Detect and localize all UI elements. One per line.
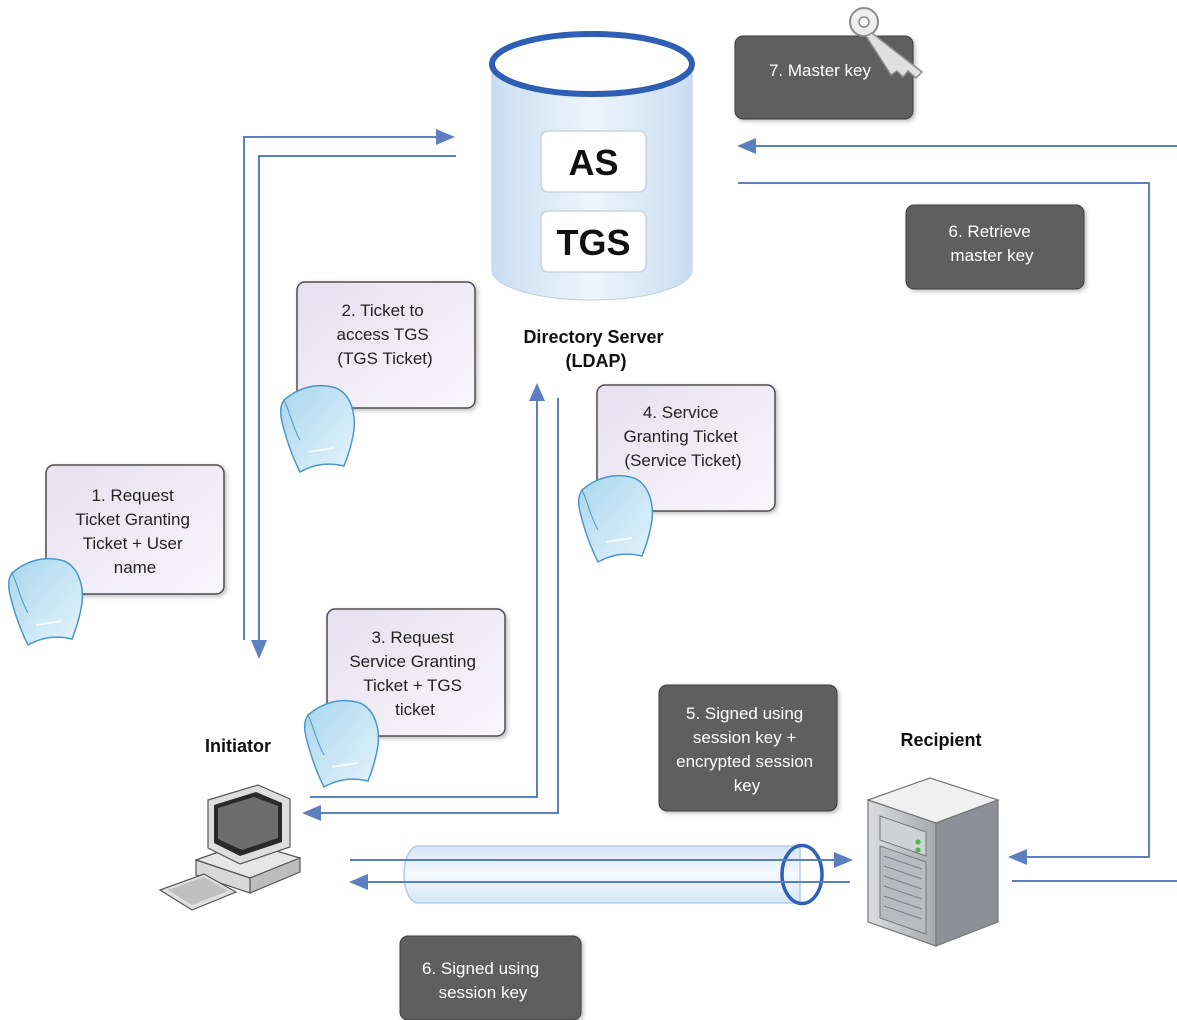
step2-line: (TGS Ticket) [337, 349, 432, 368]
step1-line: Ticket + User [83, 534, 183, 553]
retrieve-master-key-line: 6. Retrieve [949, 222, 1031, 241]
arrowheads [251, 129, 1027, 890]
step1-text: 1. Request Ticket Granting Ticket + User… [75, 486, 194, 577]
signed-session-key-text: 6. Signed using session key [422, 959, 544, 1002]
secure-channel-tube [403, 843, 824, 906]
key-icon [849, 7, 924, 80]
step3-line: 3. Request [372, 628, 454, 647]
step2-line: access TGS [336, 325, 428, 344]
step4-line: (Service Ticket) [624, 451, 741, 470]
step5-line: key [734, 776, 761, 795]
retrieve-master-key-text: 6. Retrieve master key [949, 222, 1036, 265]
arrowhead [737, 138, 756, 154]
arrow-server-to-initiator-step4 [318, 398, 559, 814]
step4-line: 4. Service [643, 403, 719, 422]
master-key-line: 7. Master key [769, 61, 872, 80]
arrowhead [1008, 849, 1027, 865]
step1-line: name [114, 558, 157, 577]
tube-arrows [350, 859, 850, 883]
step5-line: session key + [693, 728, 797, 747]
step2-text: 2. Ticket to access TGS (TGS Ticket) [336, 301, 433, 368]
directory-server-title-line1: Directory Server [523, 327, 663, 347]
arrow-initiator-to-server-step3 [310, 398, 538, 798]
directory-server-title: Directory Server (LDAP) [523, 327, 668, 371]
computer-icon [158, 784, 302, 911]
step2-box [296, 281, 476, 409]
arrow-server-to-recipient [738, 182, 1150, 858]
arrowhead [529, 383, 545, 401]
step4-box [596, 384, 776, 512]
arrowhead [349, 874, 368, 890]
tgs-box: TGS [540, 210, 647, 273]
step2-line: 2. Ticket to [342, 301, 424, 320]
step1-box [45, 464, 225, 595]
arrowhead [302, 805, 321, 821]
recipient-label: Recipient [900, 730, 981, 750]
initiator-label: Initiator [205, 736, 271, 756]
signed-session-key-line: 6. Signed using [422, 959, 539, 978]
step5-line: encrypted session [676, 752, 813, 771]
arrowhead [251, 640, 267, 659]
step5-line: 5. Signed using [686, 704, 803, 723]
step1-line: 1. Request [92, 486, 174, 505]
step3-box [326, 608, 506, 737]
directory-server-cylinder: AS TGS [489, 31, 695, 301]
tgs-label: TGS [556, 222, 630, 263]
server-icon [866, 777, 1000, 947]
as-label: AS [568, 142, 618, 183]
arrow-initiator-to-server [243, 136, 440, 640]
retrieve-master-key-line: master key [950, 246, 1034, 265]
ticket-paper-icon [577, 474, 654, 563]
ticket-paper-icon [279, 384, 356, 473]
ticket-paper-icon [7, 557, 84, 646]
step3-line: ticket [395, 700, 435, 719]
step5-text: 5. Signed using session key + encrypted … [676, 704, 818, 795]
retrieve-master-key-box [905, 204, 1085, 290]
step3-line: Service Granting [349, 652, 476, 671]
arrowhead [834, 852, 853, 868]
arrow-server-to-initiator [258, 155, 456, 645]
as-box: AS [540, 130, 647, 193]
step3-text: 3. Request Service Granting Ticket + TGS… [349, 628, 480, 719]
step4-line: Granting Ticket [623, 427, 738, 446]
directory-server-title-line2: (LDAP) [566, 351, 627, 371]
signed-session-key-line: session key [439, 983, 528, 1002]
arrowhead [436, 129, 455, 145]
ticket-paper-icon [303, 699, 380, 788]
step3-line: Ticket + TGS [363, 676, 462, 695]
signed-session-key-box [399, 935, 582, 1020]
step4-text: 4. Service Granting Ticket (Service Tick… [623, 403, 742, 470]
step1-line: Ticket Granting [75, 510, 190, 529]
master-key-box [734, 35, 914, 120]
step5-box [658, 684, 838, 812]
master-key-text: 7. Master key [769, 61, 872, 80]
